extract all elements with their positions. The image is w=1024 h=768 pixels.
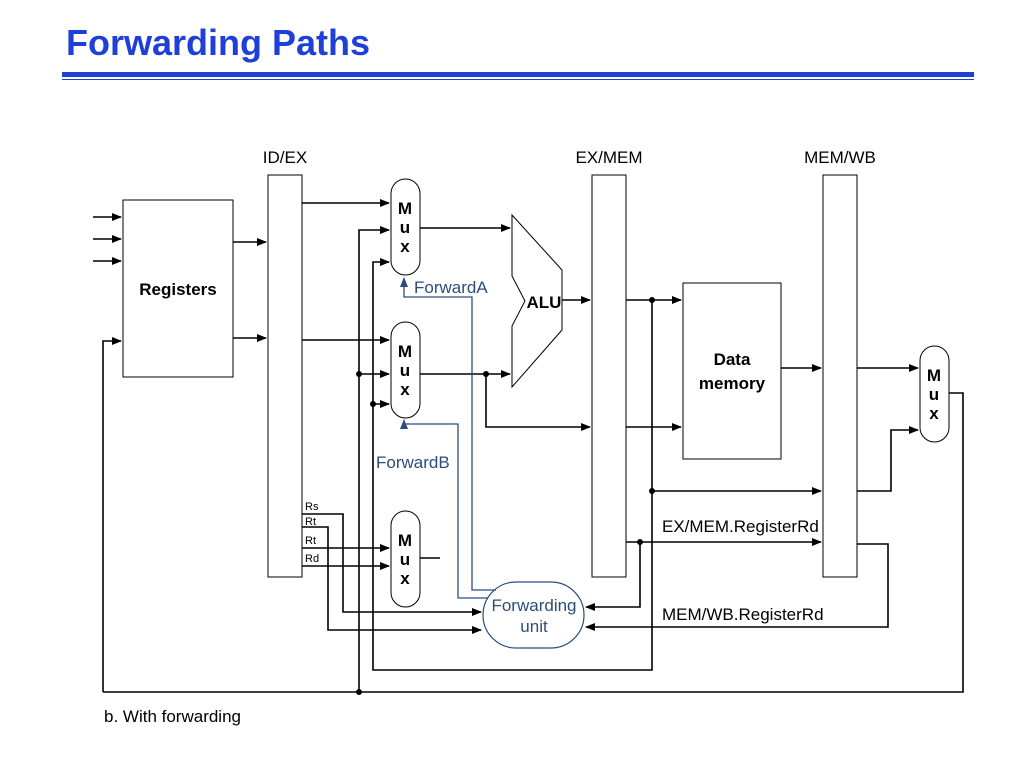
label-ex-mem-registerrd: EX/MEM.RegisterRd <box>662 517 819 536</box>
mux-rd-letter-x: x <box>400 569 410 588</box>
data-memory <box>682 282 782 460</box>
mux-rd <box>390 510 421 608</box>
forwarding-unit-label-line1: Forwarding <box>491 596 576 615</box>
alu-label: ALU <box>527 293 562 312</box>
data-memory-label-line2: memory <box>699 374 766 393</box>
mux-wb-letter-x: x <box>929 404 939 423</box>
label-rt-1: Rt <box>305 516 316 528</box>
exmem-output-lines <box>372 258 822 671</box>
mux-a <box>390 178 421 276</box>
mux-to-alu-lines <box>420 224 591 431</box>
id-ex-register <box>267 174 303 578</box>
mux-a-letter-u: u <box>400 218 410 237</box>
mux-a-letter-m: M <box>398 199 412 218</box>
ex-mem-register <box>591 174 627 578</box>
register-input-arrows <box>93 213 122 692</box>
label-rt-2: Rt <box>305 535 316 547</box>
mem-wb-register <box>822 174 858 578</box>
registers-block <box>122 199 234 378</box>
mux-rd-letter-u: u <box>400 550 410 569</box>
mux-a-letter-x: x <box>400 237 410 256</box>
data-memory-label-line1: Data <box>714 350 751 369</box>
label-forward-a: ForwardA <box>414 278 488 297</box>
title-underline-thin <box>62 79 974 80</box>
label-mem-wb: MEM/WB <box>804 148 876 167</box>
label-ex-mem: EX/MEM <box>575 148 642 167</box>
memwb-output-lines <box>103 226 964 693</box>
label-mem-wb-registerrd: MEM/WB.RegisterRd <box>662 605 824 624</box>
mux-wb <box>919 345 950 443</box>
forward-control-lines <box>400 277 496 599</box>
mux-wb-letter-u: u <box>929 385 939 404</box>
mux-b-letter-m: M <box>398 342 412 361</box>
forwarding-unit-label-line2: unit <box>520 617 548 636</box>
mux-b <box>390 321 421 419</box>
label-id-ex: ID/EX <box>263 148 307 167</box>
mux-wb-letter-m: M <box>927 366 941 385</box>
forwarding-unit <box>482 581 585 649</box>
mux-b-letter-u: u <box>400 361 410 380</box>
idex-to-mux-lines <box>302 199 390 344</box>
title-underline <box>62 72 974 77</box>
registers-to-idex-lines <box>233 238 267 342</box>
registers-label: Registers <box>139 280 216 299</box>
mux-rd-letter-m: M <box>398 531 412 550</box>
register-field-lines <box>302 513 482 634</box>
label-rs: Rs <box>305 501 319 513</box>
label-forward-b: ForwardB <box>376 453 450 472</box>
figure-caption: b. With forwarding <box>104 707 241 726</box>
page-title: Forwarding Paths <box>66 22 371 63</box>
junction-dots <box>356 297 655 695</box>
label-rd: Rd <box>305 553 319 565</box>
alu <box>511 213 563 389</box>
mux-b-letter-x: x <box>400 380 410 399</box>
